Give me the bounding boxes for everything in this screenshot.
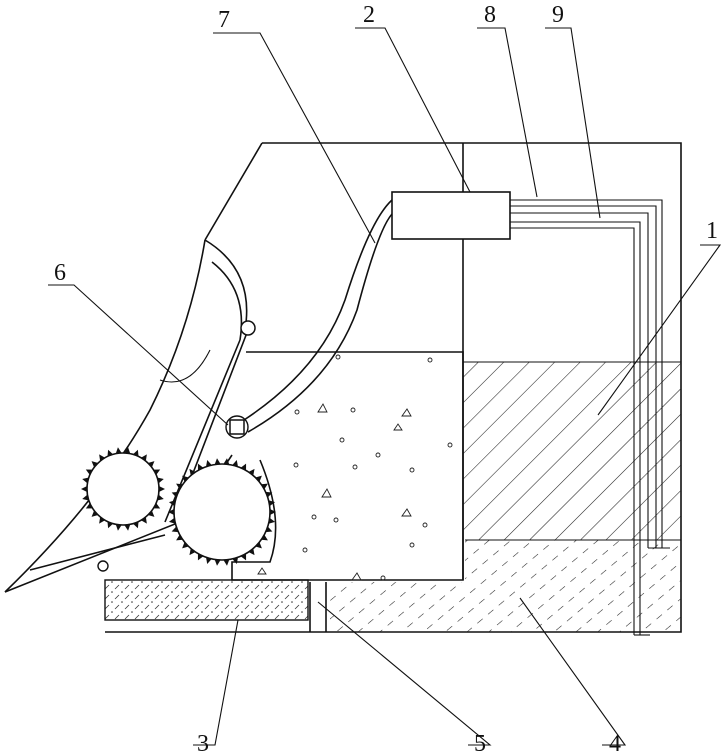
gear-tooth xyxy=(255,542,262,549)
gear-tooth xyxy=(248,468,255,476)
gear-tooth xyxy=(255,475,262,482)
gear-tooth xyxy=(91,461,99,468)
gear-tooth xyxy=(261,483,268,490)
label-3: 3 xyxy=(197,731,209,756)
gear-tooth xyxy=(232,557,238,564)
gear-tooth xyxy=(171,526,179,533)
gear-tooth xyxy=(214,458,221,465)
gear-tooth xyxy=(214,559,221,566)
label-7: 7 xyxy=(218,7,230,33)
gear-tooth xyxy=(261,534,268,541)
hose xyxy=(243,199,393,433)
gear-tooth xyxy=(206,557,212,564)
gear-tooth xyxy=(176,534,183,541)
gear-tooth xyxy=(268,500,276,507)
gear-tooth xyxy=(115,524,122,531)
gear-tooth xyxy=(248,548,255,556)
gear-tooth xyxy=(265,526,273,533)
gear-tooth xyxy=(232,460,238,467)
gear-tooth xyxy=(124,447,131,454)
label-5: 5 xyxy=(474,731,486,756)
gear-tooth xyxy=(158,486,165,492)
gear-tooth xyxy=(107,521,114,529)
gear-tooth xyxy=(99,454,106,462)
outlet-pipe xyxy=(309,582,327,632)
gear-tooth xyxy=(82,494,89,501)
gear-tooth xyxy=(171,491,179,498)
gear-tooth xyxy=(85,469,93,475)
gear-tooth xyxy=(182,475,189,482)
gear-tooth xyxy=(81,486,88,492)
gear-tooth xyxy=(176,483,183,490)
gear-tooth xyxy=(223,559,230,566)
gear-tooth xyxy=(153,503,161,509)
gear-tooth xyxy=(153,469,161,475)
gear-tooth xyxy=(223,458,230,465)
label-1: 1 xyxy=(706,218,718,244)
gear-tooth xyxy=(91,510,99,517)
gear-tooth xyxy=(197,553,204,561)
gear-tooth xyxy=(168,500,176,507)
gear-tooth xyxy=(147,510,155,517)
sediment-region xyxy=(330,540,681,632)
controller-box xyxy=(391,191,511,240)
gear-tooth xyxy=(206,460,212,467)
label-9: 9 xyxy=(552,2,564,28)
gear-tooth xyxy=(140,454,147,462)
particles xyxy=(257,354,453,581)
bottom-left-compartment xyxy=(104,579,309,621)
arm xyxy=(97,320,256,572)
pipes xyxy=(510,199,670,636)
gear-tooth xyxy=(124,524,131,531)
leader-lines xyxy=(48,27,722,746)
gear-tooth xyxy=(99,516,106,524)
gear-tooth xyxy=(182,542,189,549)
gear-tooth xyxy=(157,477,164,484)
gear-tooth xyxy=(140,516,147,524)
gear-tooth xyxy=(240,463,247,471)
gear-tooth xyxy=(269,509,276,515)
label-8: 8 xyxy=(484,2,496,28)
label-6: 6 xyxy=(54,260,66,286)
gear-tooth xyxy=(168,517,176,524)
gear-tooth xyxy=(240,553,247,561)
gear-tooth xyxy=(157,494,164,501)
label-2: 2 xyxy=(363,2,375,28)
gear-tooth xyxy=(82,477,89,484)
material-chamber xyxy=(231,351,464,581)
gear-tooth xyxy=(147,461,155,468)
gear-tooth xyxy=(189,468,196,476)
gear-tooth xyxy=(197,463,204,471)
gear-tooth xyxy=(132,449,139,457)
gear-tooth xyxy=(132,521,139,529)
hinge-pivot xyxy=(229,419,245,435)
gear-tooth xyxy=(115,447,122,454)
gear-tooth xyxy=(268,517,276,524)
label-4: 4 xyxy=(609,731,621,756)
water-region xyxy=(463,362,681,540)
gear-tooth xyxy=(168,509,175,515)
gear-tooth xyxy=(265,491,273,498)
gears xyxy=(81,447,276,566)
gear-tooth xyxy=(189,548,196,556)
gear-tooth xyxy=(107,449,114,457)
gear-tooth xyxy=(85,503,93,509)
